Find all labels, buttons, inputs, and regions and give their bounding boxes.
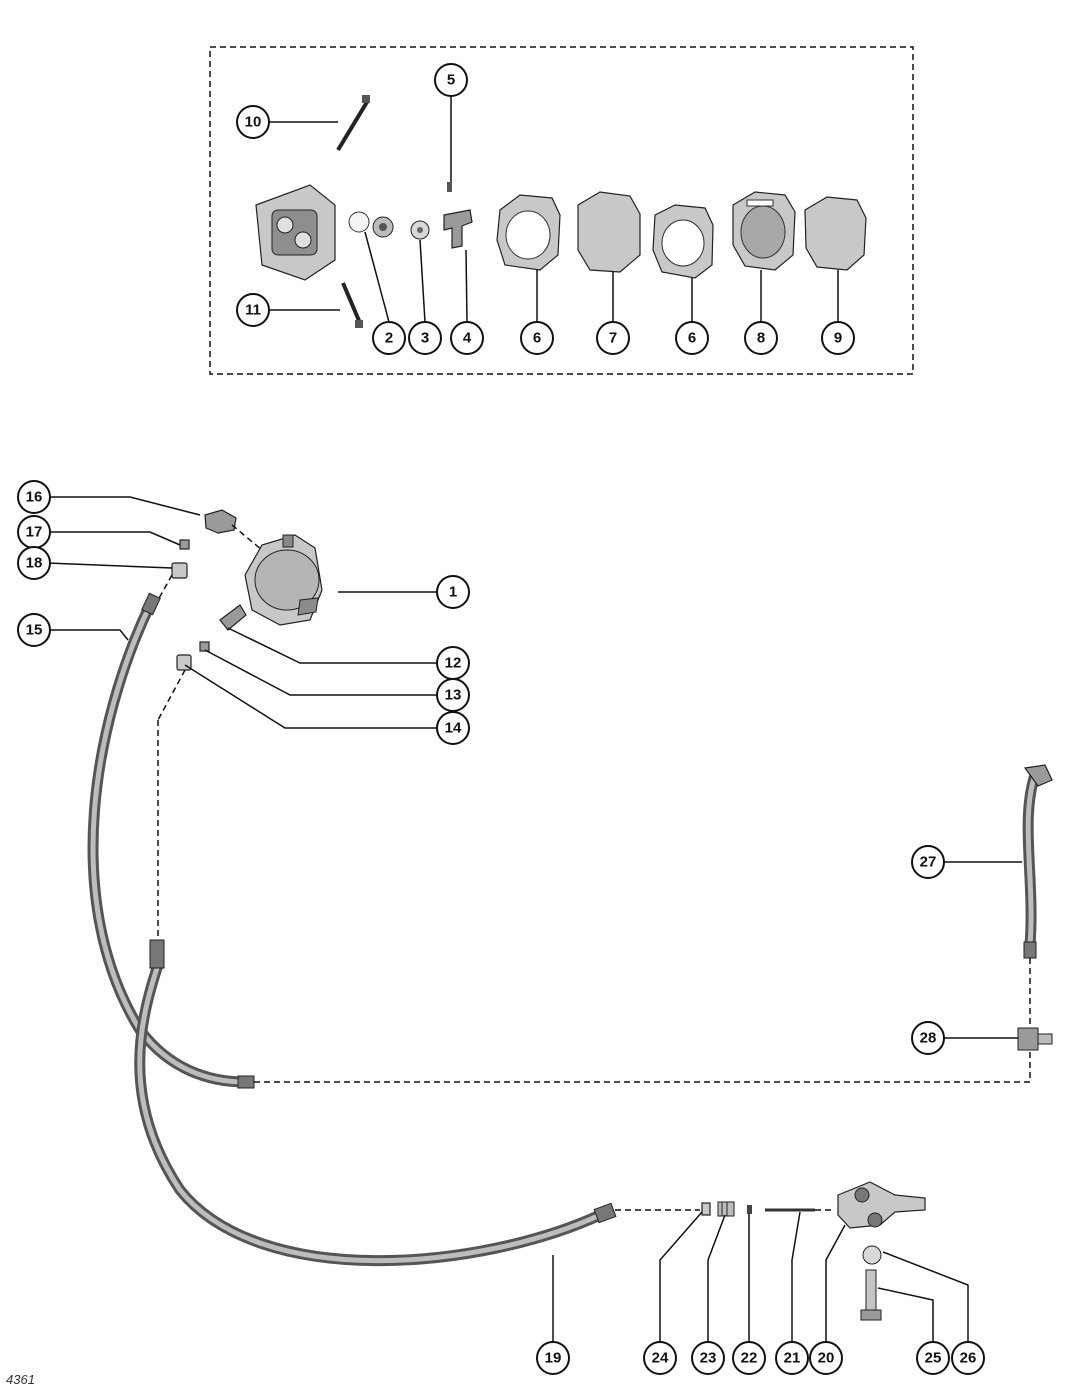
svg-text:27: 27 <box>920 854 937 871</box>
svg-text:28: 28 <box>920 1030 937 1047</box>
part-8-plate <box>732 191 796 271</box>
callout-8: 8 <box>744 321 778 355</box>
svg-text:9: 9 <box>834 330 842 347</box>
nut-18 <box>171 562 188 579</box>
part-25-bolt <box>860 1269 882 1321</box>
part-7-diaphragm <box>577 191 641 273</box>
svg-text:6: 6 <box>688 330 696 347</box>
callout-3: 3 <box>408 321 442 355</box>
svg-text:7: 7 <box>609 330 617 347</box>
pump-cover-plate <box>255 184 336 281</box>
callout-19: 19 <box>536 1341 570 1375</box>
svg-text:15: 15 <box>26 622 43 639</box>
svg-text:1: 1 <box>449 584 457 601</box>
part-23-spring <box>717 1201 735 1217</box>
callout-25: 25 <box>916 1341 950 1375</box>
callout-9: 9 <box>821 321 855 355</box>
part-6-gasket-a <box>496 194 561 271</box>
svg-text:6: 6 <box>533 330 541 347</box>
callout-17: 17 <box>17 515 51 549</box>
svg-text:11: 11 <box>245 302 261 319</box>
svg-text:18: 18 <box>26 555 43 572</box>
svg-text:3: 3 <box>421 330 429 347</box>
callout-15: 15 <box>17 613 51 647</box>
callout-21: 21 <box>775 1341 809 1375</box>
callout-5: 5 <box>434 63 468 97</box>
part-20-valve-body <box>837 1181 926 1229</box>
part-22-washer <box>747 1205 752 1214</box>
callout-10: 10 <box>236 105 270 139</box>
callout-4: 4 <box>450 321 484 355</box>
part-9-diaphragm <box>804 196 867 271</box>
svg-text:26: 26 <box>960 1350 977 1367</box>
svg-text:17: 17 <box>26 524 43 541</box>
fitting-12 <box>219 604 247 631</box>
svg-text:4: 4 <box>463 330 472 347</box>
callout-6b: 6 <box>675 321 709 355</box>
fitting-17 <box>179 539 190 550</box>
fitting-13 <box>199 641 210 652</box>
part-26-washer <box>862 1245 882 1265</box>
svg-text:12: 12 <box>445 655 462 672</box>
callout-12: 12 <box>436 646 470 680</box>
callout-18: 18 <box>17 546 51 580</box>
callout-28: 28 <box>911 1021 945 1055</box>
callout-14: 14 <box>436 711 470 745</box>
svg-text:24: 24 <box>652 1350 669 1367</box>
tee-fitting-28 <box>1017 1027 1053 1051</box>
svg-text:21: 21 <box>784 1350 801 1367</box>
callout-20: 20 <box>809 1341 843 1375</box>
svg-text:25: 25 <box>925 1350 942 1367</box>
part-2-seal <box>348 211 370 233</box>
svg-text:2: 2 <box>385 330 393 347</box>
svg-text:10: 10 <box>245 114 262 131</box>
svg-text:20: 20 <box>818 1350 835 1367</box>
callout-26: 26 <box>951 1341 985 1375</box>
svg-text:8: 8 <box>757 330 765 347</box>
main-leaders <box>46 496 1022 1342</box>
svg-text:13: 13 <box>445 687 462 704</box>
figure-number: 4361 <box>6 1372 35 1387</box>
kit-leaders <box>268 96 839 323</box>
callout-13: 13 <box>436 678 470 712</box>
callout-24: 24 <box>643 1341 677 1375</box>
part-4-bracket <box>443 209 473 249</box>
part-10-screw <box>336 95 370 152</box>
svg-text:19: 19 <box>545 1350 562 1367</box>
kit-box <box>209 46 914 375</box>
svg-text:5: 5 <box>447 72 455 89</box>
part-5-pin <box>447 182 452 192</box>
svg-text:14: 14 <box>445 720 462 737</box>
callout-6a: 6 <box>520 321 554 355</box>
callout-1: 1 <box>436 575 470 609</box>
elbow-fitting-16 <box>204 509 237 534</box>
fuel-hose-15 <box>87 592 255 1089</box>
callout-7: 7 <box>596 321 630 355</box>
callout-22: 22 <box>732 1341 766 1375</box>
callout-23: 23 <box>691 1341 725 1375</box>
fuel-hose-19 <box>134 939 617 1267</box>
fuel-hose-27 <box>1022 764 1053 959</box>
fuel-pump <box>244 534 323 626</box>
part-11-screw <box>341 282 363 328</box>
svg-text:22: 22 <box>741 1350 758 1367</box>
callout-11: 11 <box>236 293 270 327</box>
part-3-valve <box>410 220 430 240</box>
callout-27: 27 <box>911 845 945 879</box>
part-3-retainer <box>372 216 394 238</box>
callout-16: 16 <box>17 480 51 514</box>
part-6-gasket-b <box>652 204 714 279</box>
svg-text:23: 23 <box>700 1350 717 1367</box>
part-24-ring <box>701 1202 711 1216</box>
svg-text:16: 16 <box>26 489 43 506</box>
callout-2: 2 <box>372 321 406 355</box>
